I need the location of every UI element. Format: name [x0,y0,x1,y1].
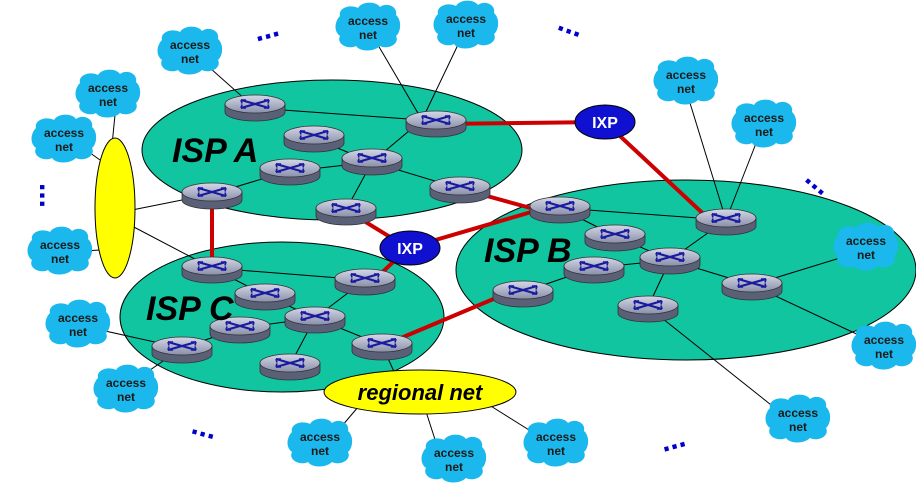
svg-text:net: net [755,125,773,139]
svg-text:access: access [44,126,84,140]
router [583,223,647,253]
svg-text:access: access [434,446,474,460]
router [491,279,555,309]
svg-text:net: net [789,420,807,434]
router [638,246,702,276]
router [233,282,297,312]
router [258,352,322,382]
router [340,147,404,177]
svg-text:access: access [40,238,80,252]
svg-text:access: access [88,81,128,95]
svg-text:net: net [875,347,893,361]
router [720,272,784,302]
svg-text:access: access [864,333,904,347]
svg-text:access: access [666,68,706,82]
svg-text:access: access [744,111,784,125]
router [528,195,592,225]
svg-text:net: net [69,325,87,339]
ellipsis-bottom-right: ... [656,420,689,458]
svg-text:net: net [547,444,565,458]
router [282,124,346,154]
ellipsis-top-right: ... [554,5,589,45]
left-yellow-net [94,137,136,279]
ixp-1-label: IXP [592,115,618,132]
svg-text:access: access [846,234,886,248]
router [616,294,680,324]
svg-text:net: net [857,248,875,262]
router [404,109,468,139]
svg-text:access: access [446,12,486,26]
svg-text:net: net [55,140,73,154]
svg-text:net: net [99,95,117,109]
svg-text:access: access [58,311,98,325]
isp-c-label: ISP C [146,290,234,328]
ellipsis-top-left: ... [250,10,283,48]
svg-text:access: access [300,430,340,444]
router [223,93,287,123]
svg-text:net: net [51,252,69,266]
router [283,305,347,335]
router [150,335,214,365]
svg-text:access: access [348,14,388,28]
router [314,197,378,227]
regional-net-label: regional net [358,380,484,405]
svg-text:net: net [117,390,135,404]
svg-text:net: net [677,82,695,96]
regional-net: regional net [323,369,517,415]
router [180,181,244,211]
router [350,332,414,362]
router [333,267,397,297]
svg-text:access: access [778,406,818,420]
router [694,207,758,237]
ixp-2: IXP [379,230,441,266]
ellipsis-left: ... [33,183,66,208]
router [258,157,322,187]
svg-text:net: net [457,26,475,40]
router [428,175,492,205]
ixp-1: IXP [574,104,636,140]
ixp-2-label: IXP [397,241,423,258]
svg-text:net: net [445,460,463,474]
svg-text:access: access [536,430,576,444]
svg-text:access: access [106,376,146,390]
router [180,255,244,285]
svg-text:net: net [359,28,377,42]
router [562,255,626,285]
svg-text:net: net [181,52,199,66]
svg-text:net: net [311,444,329,458]
ellipsis-bottom-left: ... [188,408,221,446]
isp-a-label: ISP A [172,132,258,170]
svg-text:access: access [170,38,210,52]
isp-b-label: ISP B [484,232,572,270]
